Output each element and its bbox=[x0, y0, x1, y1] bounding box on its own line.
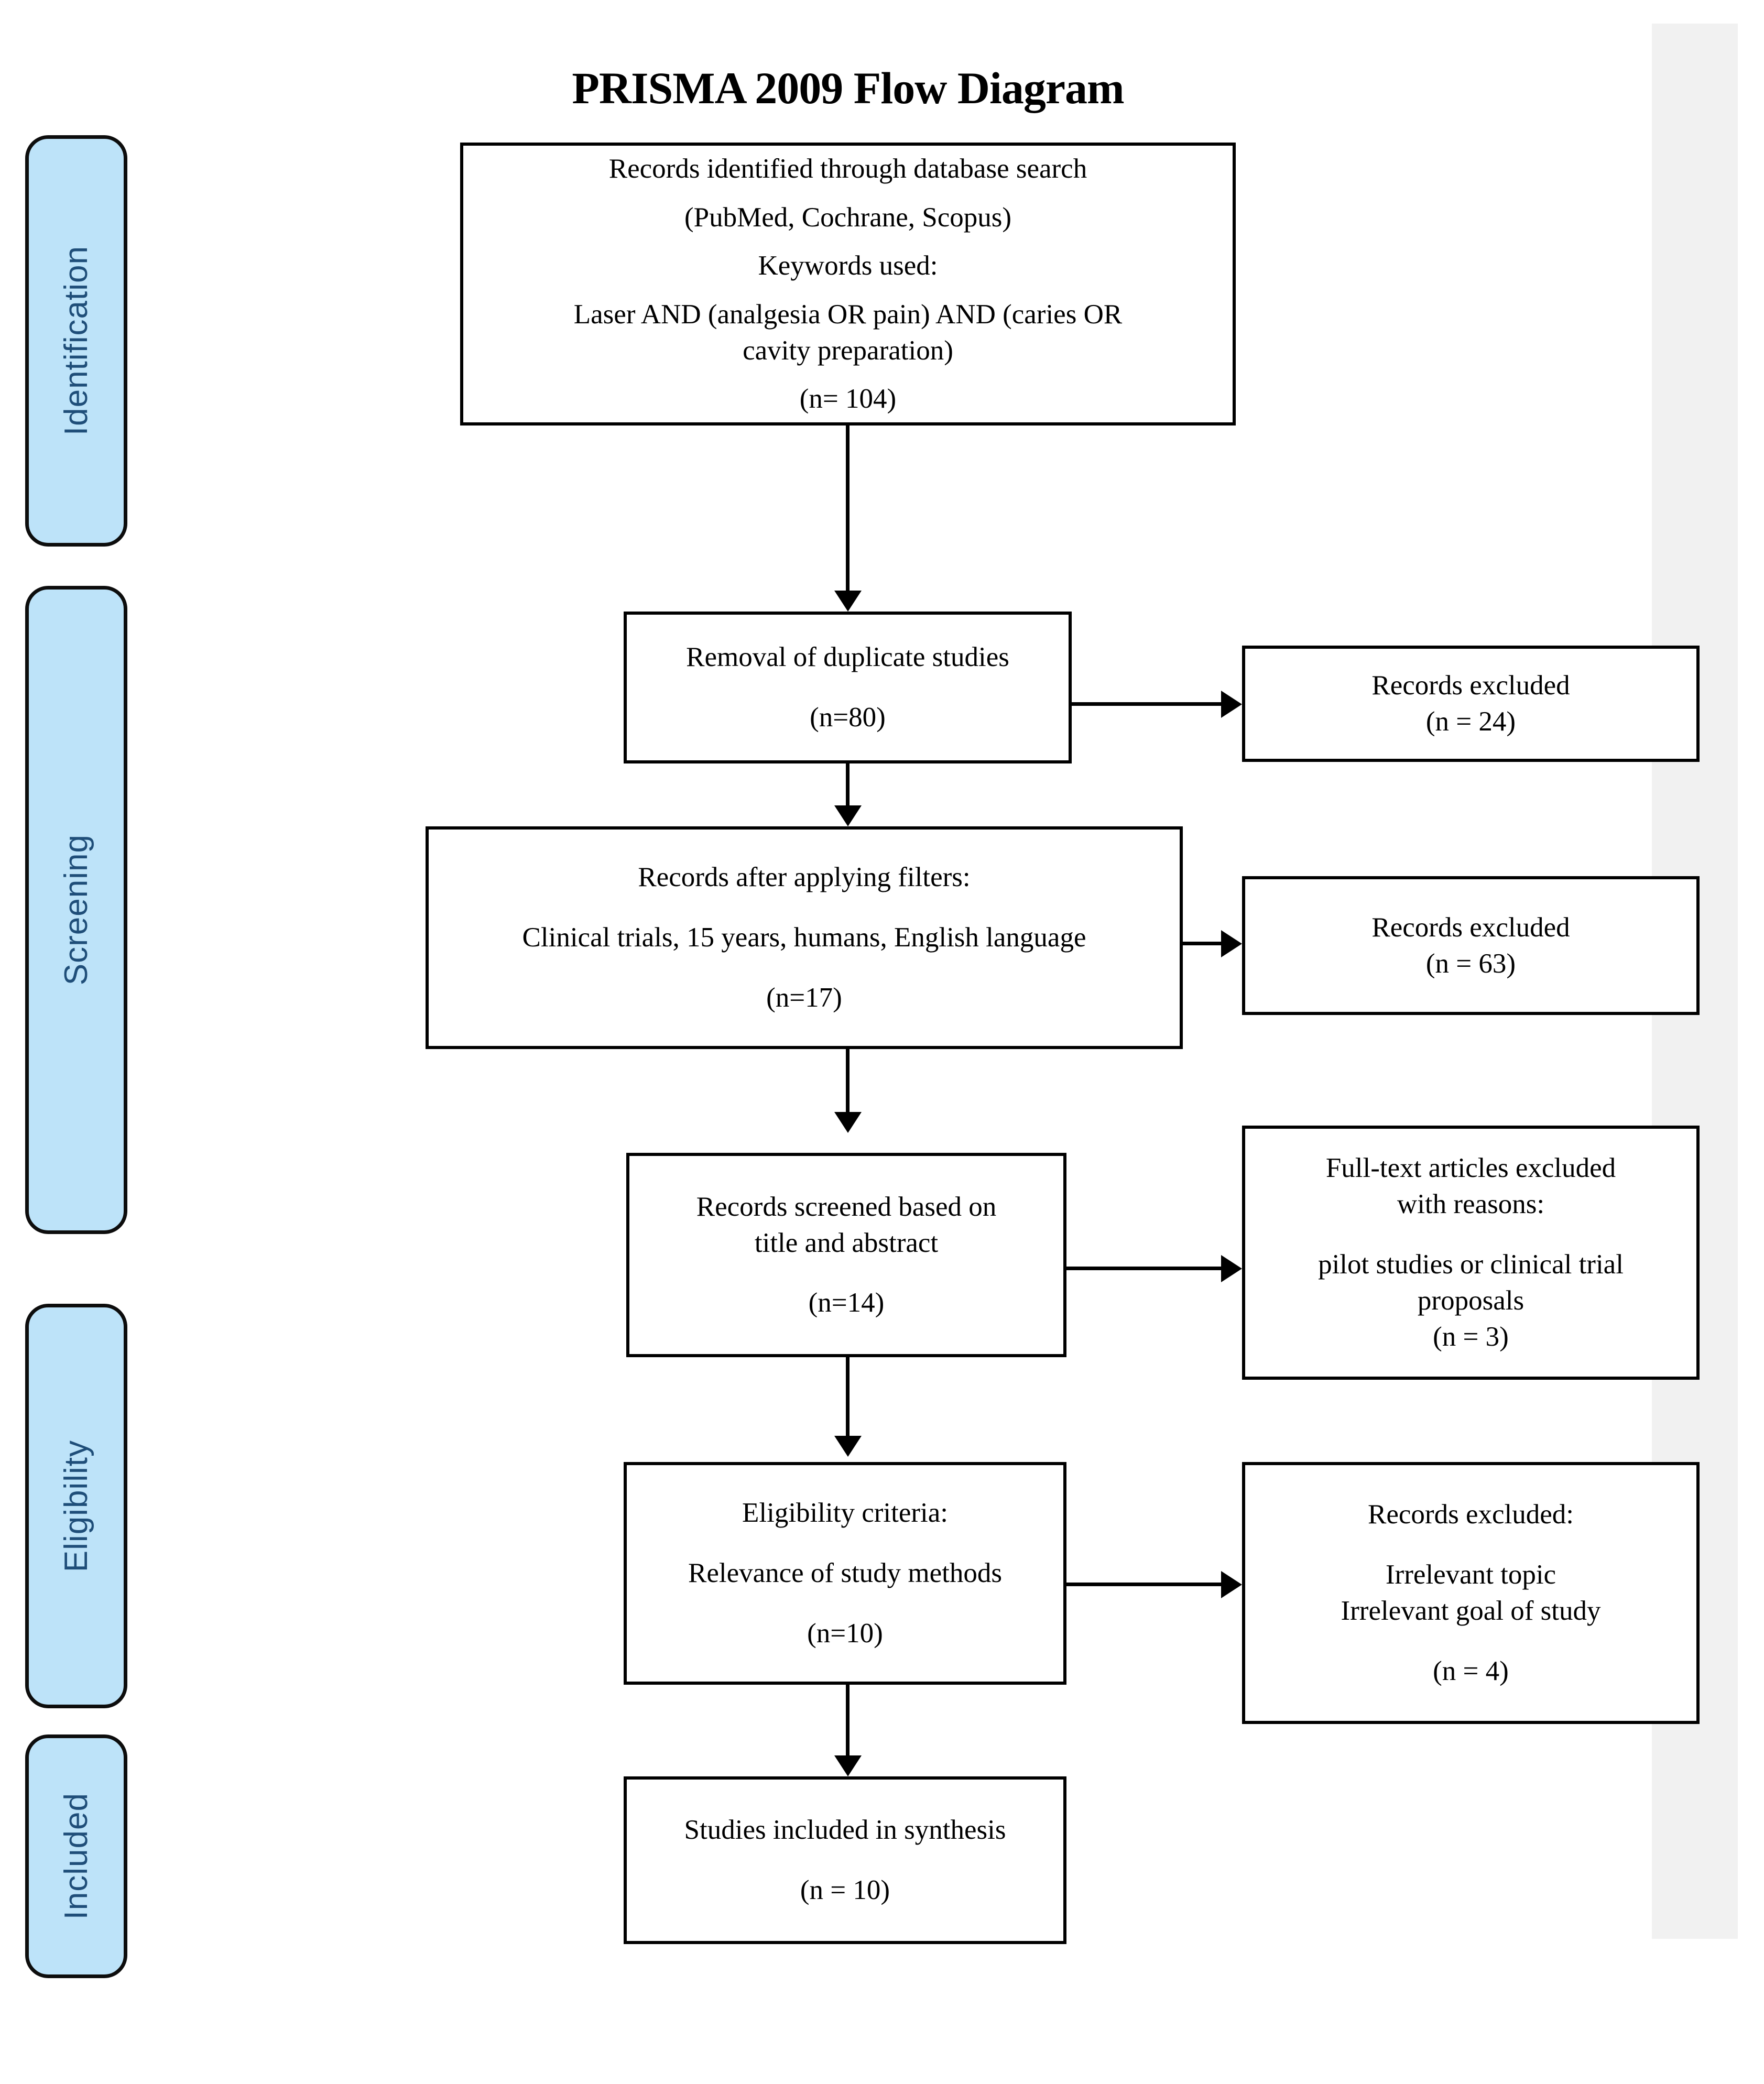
arrowhead-down-to-eligibility bbox=[834, 1436, 862, 1457]
arrowhead-right-to-excluded63 bbox=[1221, 930, 1242, 957]
arrowhead-down-to-duplicates bbox=[834, 591, 862, 612]
records-identified-line1: Records identified through database sear… bbox=[608, 154, 1087, 184]
records-identified-query-line2: cavity preparation) bbox=[743, 335, 953, 366]
phase-label-included: Included bbox=[58, 1793, 94, 1920]
records-screened-line2: title and abstract bbox=[754, 1227, 939, 1258]
diagram-title: PRISMA 2009 Flow Diagram bbox=[572, 63, 1124, 113]
connector-filters-to-screened bbox=[846, 1049, 850, 1112]
records-identified-databases: (PubMed, Cochrane, Scopus) bbox=[684, 202, 1012, 233]
arrowhead-right-to-excluded24 bbox=[1221, 691, 1242, 718]
connector-eligibility-to-excluded4 bbox=[1066, 1583, 1221, 1586]
records-after-filters-count: (n=17) bbox=[766, 982, 842, 1013]
records-after-filters-line1: Records after applying filters: bbox=[638, 862, 971, 893]
records-identified-keywords-label: Keywords used: bbox=[758, 250, 938, 281]
flow-box-eligibility-criteria: Eligibility criteria: Relevance of study… bbox=[624, 1462, 1066, 1685]
phase-label-eligibility: Eligibility bbox=[58, 1439, 94, 1573]
records-identified-count: (n= 104) bbox=[799, 384, 897, 414]
arrowhead-right-to-fulltext-excluded bbox=[1221, 1255, 1242, 1282]
arrowhead-down-to-screened bbox=[834, 1112, 862, 1133]
records-excluded-24-line1: Records excluded bbox=[1371, 670, 1570, 701]
phase-tab-eligibility: Eligibility bbox=[25, 1304, 127, 1708]
arrowhead-right-to-excluded4 bbox=[1221, 1571, 1242, 1598]
arrowhead-down-to-included bbox=[834, 1755, 862, 1776]
connector-eligibility-to-included bbox=[846, 1685, 850, 1755]
eligibility-criteria-count: (n=10) bbox=[807, 1618, 883, 1649]
flow-box-records-identified: Records identified through database sear… bbox=[460, 143, 1236, 425]
connector-identified-to-duplicates bbox=[846, 425, 850, 591]
connector-duplicates-to-excluded24 bbox=[1072, 702, 1221, 706]
fulltext-excluded-reason-line1: pilot studies or clinical trial bbox=[1318, 1249, 1624, 1280]
connector-filters-to-excluded63 bbox=[1183, 942, 1221, 945]
phase-label-identification: Identification bbox=[58, 246, 94, 436]
eligibility-criteria-line1: Eligibility criteria: bbox=[742, 1498, 948, 1529]
flow-box-records-excluded-24: Records excluded (n = 24) bbox=[1242, 646, 1700, 762]
records-excluded-4-reason1: Irrelevant topic bbox=[1385, 1559, 1556, 1590]
flow-box-studies-included: Studies included in synthesis (n = 10) bbox=[624, 1776, 1066, 1944]
records-screened-line1: Records screened based on bbox=[696, 1191, 997, 1222]
phase-tab-screening: Screening bbox=[25, 586, 127, 1234]
phase-label-screening: Screening bbox=[58, 834, 94, 986]
records-excluded-63-count: (n = 63) bbox=[1425, 948, 1516, 979]
records-screened-count: (n=14) bbox=[808, 1288, 885, 1318]
flow-box-records-screened: Records screened based on title and abst… bbox=[626, 1153, 1066, 1357]
flow-box-fulltext-excluded: Full-text articles excluded with reasons… bbox=[1242, 1126, 1700, 1380]
records-excluded-4-count: (n = 4) bbox=[1433, 1655, 1509, 1686]
studies-included-line1: Studies included in synthesis bbox=[684, 1815, 1006, 1846]
records-after-filters-line2: Clinical trials, 15 years, humans, Engli… bbox=[522, 922, 1086, 953]
flow-box-records-after-filters: Records after applying filters: Clinical… bbox=[426, 826, 1183, 1049]
eligibility-criteria-line2: Relevance of study methods bbox=[688, 1558, 1003, 1589]
flow-box-duplicate-removal: Removal of duplicate studies (n=80) bbox=[624, 612, 1072, 763]
fulltext-excluded-reason-line2: proposals bbox=[1417, 1285, 1525, 1316]
duplicate-removal-count: (n=80) bbox=[810, 702, 886, 733]
records-excluded-63-line1: Records excluded bbox=[1371, 912, 1570, 943]
studies-included-count: (n = 10) bbox=[800, 1875, 890, 1905]
records-excluded-4-reason2: Irrelevant goal of study bbox=[1341, 1596, 1601, 1626]
records-excluded-24-count: (n = 24) bbox=[1425, 706, 1516, 737]
fulltext-excluded-count: (n = 3) bbox=[1433, 1321, 1509, 1352]
flow-box-records-excluded-4: Records excluded: Irrelevant topic Irrel… bbox=[1242, 1462, 1700, 1724]
records-identified-query-line1: Laser AND (analgesia OR pain) AND (carie… bbox=[573, 299, 1123, 330]
connector-screened-to-eligibility bbox=[846, 1357, 850, 1436]
flow-box-records-excluded-63: Records excluded (n = 63) bbox=[1242, 876, 1700, 1015]
connector-duplicates-to-filters bbox=[846, 763, 850, 805]
fulltext-excluded-line2: with reasons: bbox=[1397, 1189, 1545, 1220]
phase-tab-identification: Identification bbox=[25, 135, 127, 547]
duplicate-removal-line1: Removal of duplicate studies bbox=[686, 642, 1009, 673]
fulltext-excluded-line1: Full-text articles excluded bbox=[1325, 1153, 1616, 1184]
arrowhead-down-to-filters bbox=[834, 805, 862, 826]
connector-screened-to-fulltext-excluded bbox=[1066, 1267, 1221, 1270]
phase-tab-included: Included bbox=[25, 1734, 127, 1978]
records-excluded-4-line1: Records excluded: bbox=[1368, 1499, 1574, 1530]
